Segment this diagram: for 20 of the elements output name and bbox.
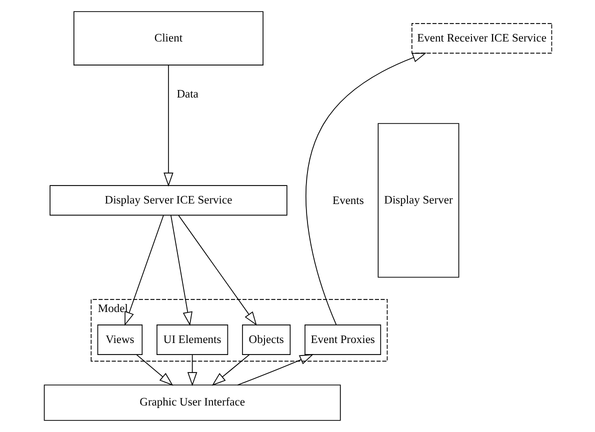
arrow [186, 354, 197, 386]
arrow [305, 52, 426, 326]
arrow [163, 64, 173, 187]
edge-label: Events [332, 194, 364, 207]
arrow [136, 354, 173, 386]
node-box: Display Server [377, 123, 459, 278]
arrow [170, 215, 192, 326]
node-box: Event Receiver ICE Service [410, 23, 552, 54]
arrow [236, 354, 314, 386]
node-box: Graphic User Interface [43, 384, 340, 421]
arrow [124, 215, 164, 326]
node-box: Client [72, 11, 263, 66]
node-box: Views [96, 324, 142, 355]
edge-label: Data [176, 88, 198, 101]
arrow [211, 354, 250, 386]
node-box: Event Proxies [304, 324, 381, 355]
node-box: UI Elements [156, 324, 228, 355]
node-box: Objects [242, 324, 290, 355]
node-box: Display Server ICE Service [49, 185, 287, 216]
arrow [178, 215, 256, 326]
